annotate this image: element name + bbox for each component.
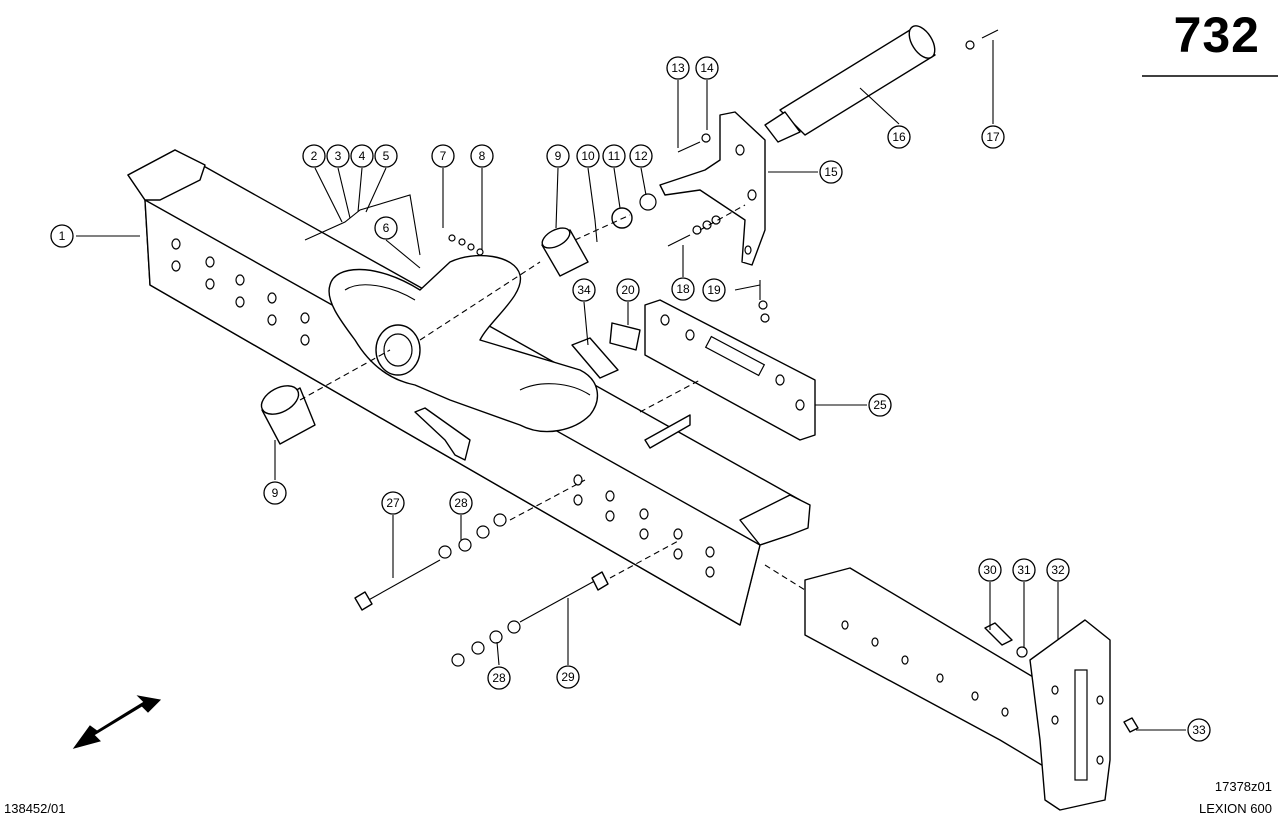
callout-8: 8 — [470, 144, 494, 168]
svg-text:20: 20 — [621, 283, 635, 297]
svg-text:16: 16 — [892, 130, 906, 144]
callout-17: 17 — [981, 125, 1005, 149]
svg-text:12: 12 — [634, 149, 648, 163]
callout-10: 10 — [576, 144, 600, 168]
svg-text:10: 10 — [581, 149, 595, 163]
svg-text:9: 9 — [555, 149, 562, 163]
bushing-lower — [260, 385, 316, 445]
svg-text:28: 28 — [492, 671, 506, 685]
svg-text:32: 32 — [1051, 563, 1065, 577]
callout-3: 3 — [326, 144, 350, 168]
callout-20: 20 — [616, 278, 640, 302]
callout-33: 33 — [1187, 718, 1211, 742]
svg-text:2: 2 — [311, 149, 318, 163]
leader-lines — [76, 40, 1186, 731]
svg-text:15: 15 — [824, 165, 838, 179]
svg-text:3: 3 — [335, 149, 342, 163]
callout-4: 4 — [350, 144, 374, 168]
callout-29: 29 — [556, 665, 580, 689]
assembly-lines — [299, 204, 806, 591]
callout-34: 34 — [572, 278, 596, 302]
callout-11: 11 — [602, 144, 626, 168]
callout-7: 7 — [431, 144, 455, 168]
callout-25: 25 — [868, 393, 892, 417]
svg-text:7: 7 — [440, 149, 447, 163]
svg-text:5: 5 — [383, 149, 390, 163]
mounting-bracket — [659, 111, 766, 266]
callout-19: 19 — [702, 278, 726, 302]
callout-15: 15 — [819, 160, 843, 184]
support-plate — [644, 299, 816, 441]
svg-text:33: 33 — [1192, 723, 1206, 737]
svg-text:19: 19 — [707, 283, 721, 297]
model-name: LEXION 600 — [1199, 801, 1272, 816]
pivot-yoke — [328, 254, 599, 433]
svg-text:28: 28 — [454, 496, 468, 510]
bushing-upper — [541, 227, 589, 277]
direction-arrow-icon — [72, 695, 162, 749]
svg-text:6: 6 — [383, 221, 390, 235]
callout-16: 16 — [887, 125, 911, 149]
figure-code: 17378z01 — [1214, 779, 1272, 794]
callout-28-top: 28 — [449, 491, 473, 515]
beam-holes — [171, 238, 715, 578]
svg-text:27: 27 — [386, 496, 400, 510]
svg-text:4: 4 — [359, 149, 366, 163]
svg-text:8: 8 — [479, 149, 486, 163]
svg-text:31: 31 — [1017, 563, 1031, 577]
callout-28-bottom: 28 — [487, 666, 511, 690]
svg-text:9: 9 — [272, 486, 279, 500]
callout-5: 5 — [374, 144, 398, 168]
svg-text:30: 30 — [983, 563, 997, 577]
callout-31: 31 — [1012, 558, 1036, 582]
svg-text:18: 18 — [676, 282, 690, 296]
callout-14: 14 — [695, 56, 719, 80]
small-hardware — [304, 29, 1139, 733]
drawing-number: 138452/01 — [4, 801, 66, 816]
svg-text:13: 13 — [671, 61, 685, 75]
callout-18: 18 — [671, 277, 695, 301]
svg-text:11: 11 — [608, 149, 621, 163]
callout-2: 2 — [302, 144, 326, 168]
callout-12: 12 — [629, 144, 653, 168]
hydraulic-cylinder — [764, 25, 936, 143]
callout-9-top: 9 — [546, 144, 570, 168]
callout-1: 1 — [50, 224, 74, 248]
callout-30: 30 — [978, 558, 1002, 582]
callout-9-bottom: 9 — [263, 481, 287, 505]
page-number: 732 — [1173, 7, 1260, 63]
svg-text:17: 17 — [986, 130, 1000, 144]
callout-6: 6 — [374, 216, 398, 240]
callout-27: 27 — [381, 491, 405, 515]
svg-text:25: 25 — [873, 398, 887, 412]
svg-text:14: 14 — [700, 61, 714, 75]
callout-13: 13 — [666, 56, 690, 80]
svg-text:29: 29 — [561, 670, 575, 684]
callout-32: 32 — [1046, 558, 1070, 582]
svg-text:1: 1 — [59, 229, 66, 243]
svg-text:34: 34 — [577, 283, 591, 297]
extension-beam — [804, 567, 1111, 811]
